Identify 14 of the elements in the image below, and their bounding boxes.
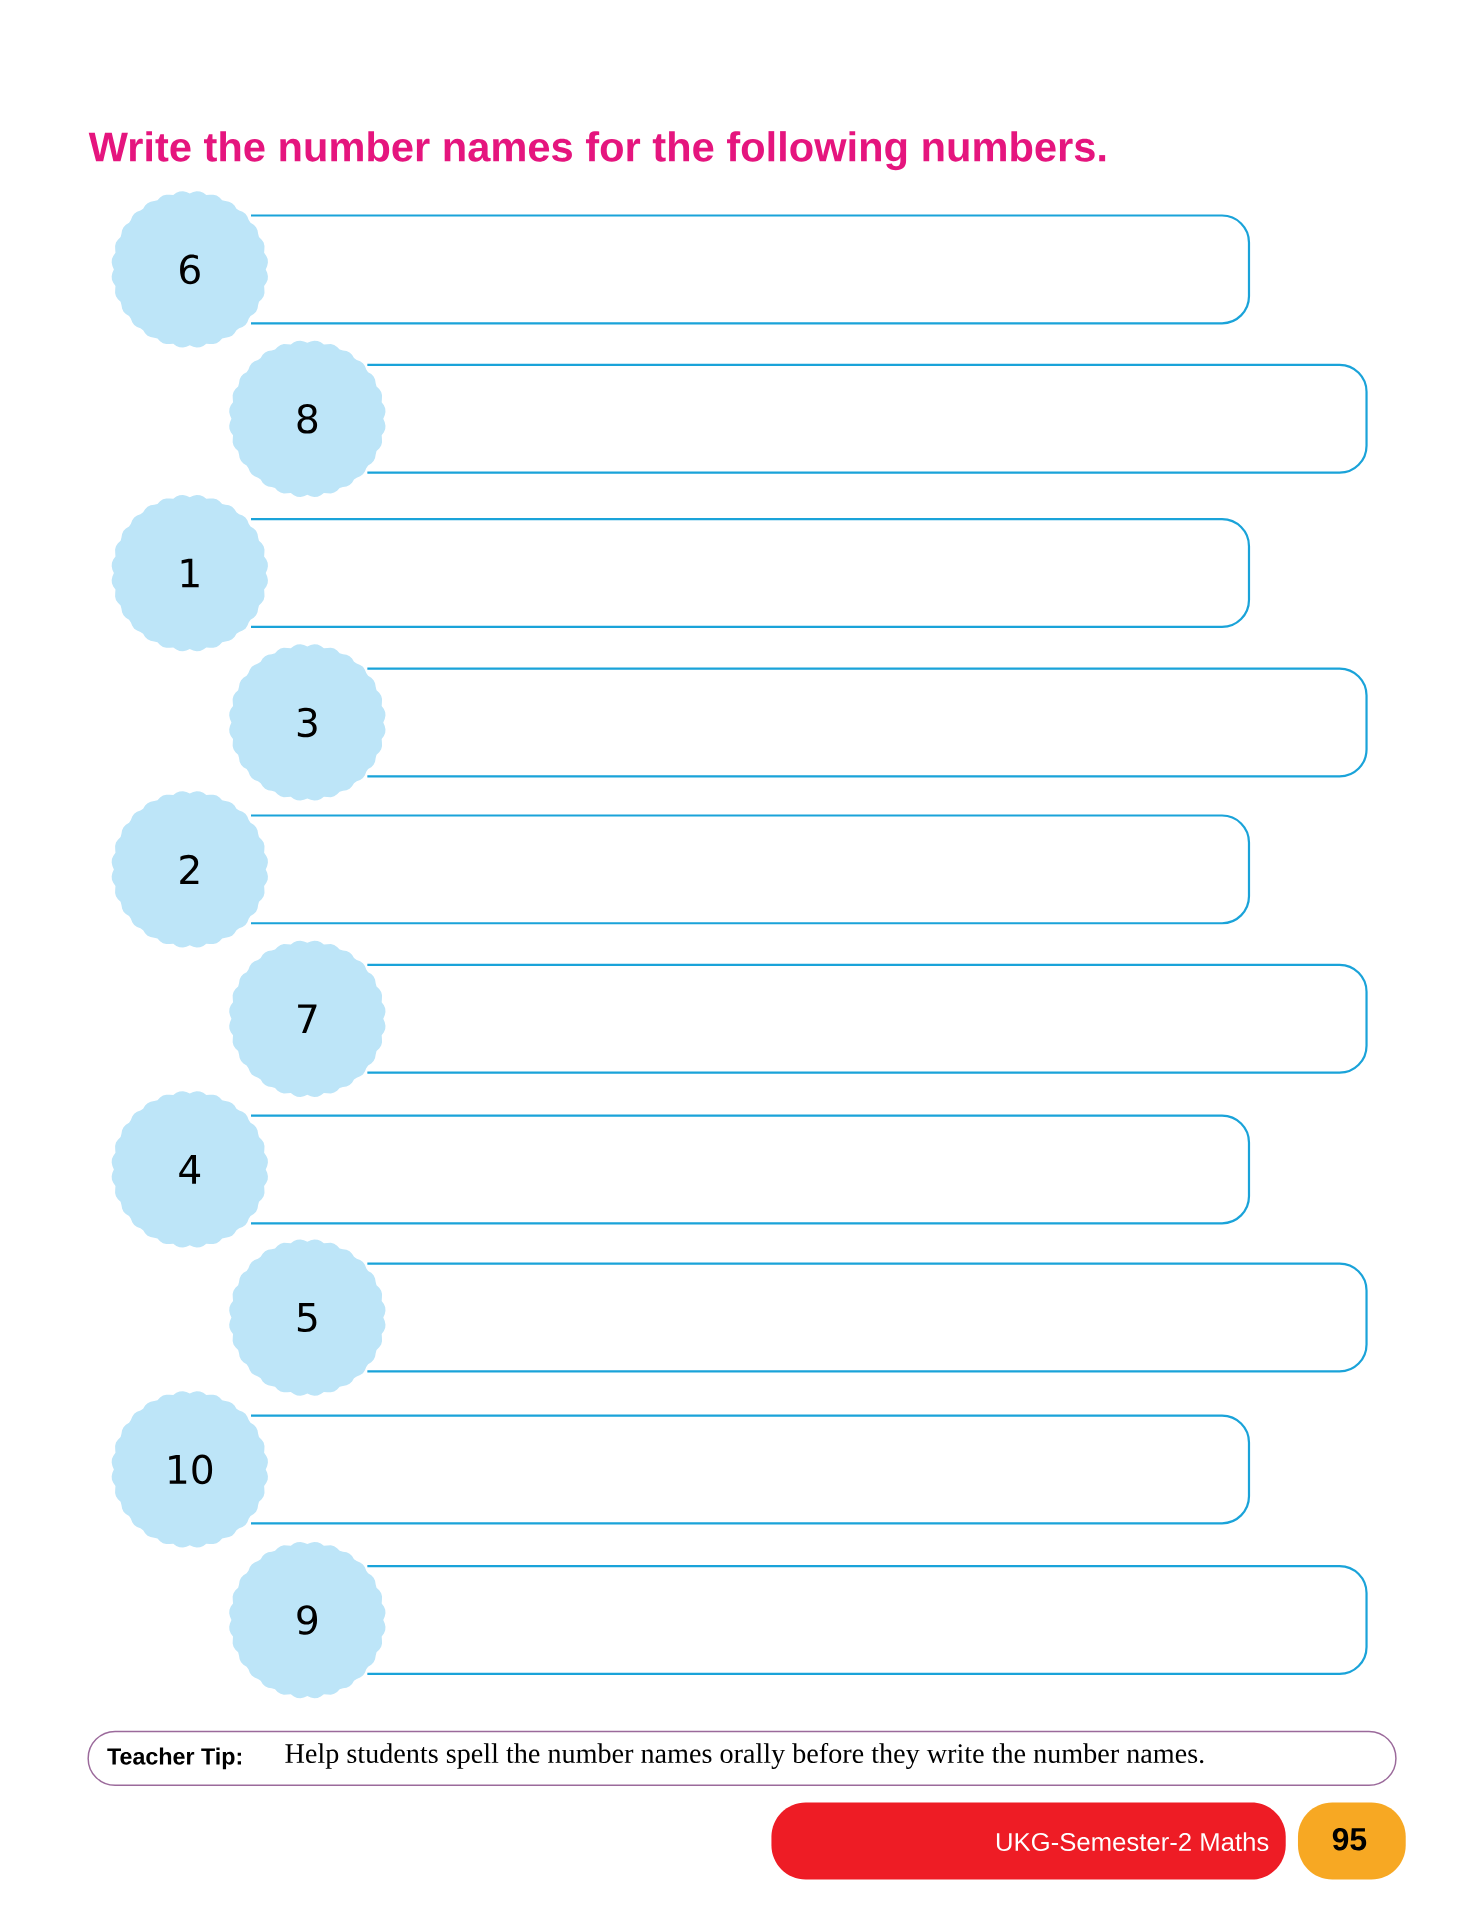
number-badge: 9 bbox=[229, 1541, 386, 1699]
number-badge: 2 bbox=[111, 791, 268, 948]
number-badge: 8 bbox=[229, 340, 386, 497]
footer-band: UKG-Semester-2 Maths bbox=[771, 1802, 1286, 1880]
number-badge: 1 bbox=[111, 494, 268, 652]
number-badge: 4 bbox=[111, 1091, 268, 1248]
teacher-tip-box: Teacher Tip: Help students spell the number names orally before they write the number names. bbox=[87, 1730, 1397, 1787]
number-badge: 10 bbox=[111, 1391, 268, 1548]
number-badge: 7 bbox=[229, 940, 386, 1097]
heading: Write the number names for the following numbers. bbox=[88, 131, 1106, 171]
number-badge: 6 bbox=[111, 191, 268, 348]
number-badge: 3 bbox=[229, 644, 386, 801]
number-badge: 5 bbox=[229, 1239, 386, 1396]
page-number: 95 bbox=[1297, 1802, 1406, 1880]
